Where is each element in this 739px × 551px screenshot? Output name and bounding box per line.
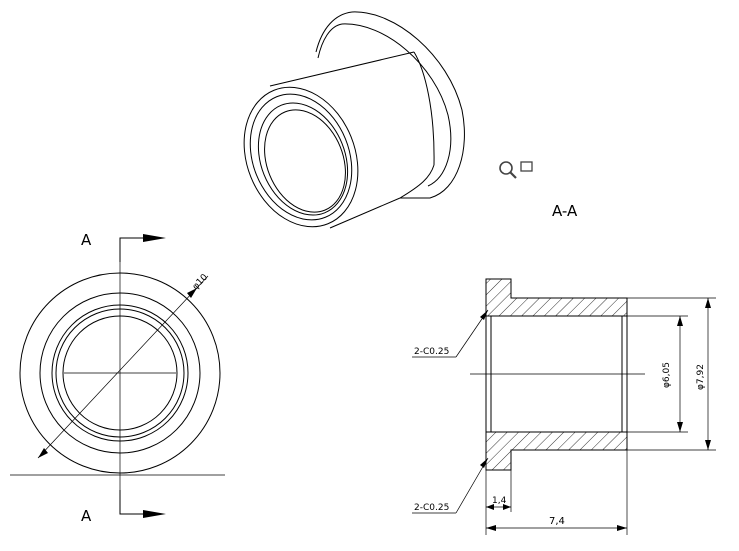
section-arrow-bottom bbox=[119, 490, 150, 515]
section-marker-top: A bbox=[81, 231, 92, 249]
diameter-leader bbox=[37, 275, 209, 459]
flange-inner-edge bbox=[341, 23, 452, 187]
front-face-outer bbox=[243, 86, 359, 228]
front-view bbox=[10, 234, 225, 518]
dim-label-chamfer-top: 2-C0.25 bbox=[414, 347, 449, 357]
body-top-edge bbox=[269, 51, 415, 87]
zoom-window-icon[interactable] bbox=[497, 158, 537, 182]
dim-label-chamfer-bottom: 2-C0.25 bbox=[414, 503, 449, 513]
section-view bbox=[412, 278, 716, 535]
isometric-view bbox=[243, 11, 465, 229]
dim-label-phi605: φ6,05 bbox=[662, 362, 672, 388]
chamfer-leader-bottom bbox=[455, 457, 489, 514]
dim-label-flange-width: 1,4 bbox=[492, 496, 507, 506]
dim-label-phi10: φ10 bbox=[191, 272, 210, 292]
flange-outer-edge bbox=[351, 11, 465, 199]
front-face-chamfer bbox=[249, 93, 353, 221]
section-arrow-top bbox=[119, 237, 150, 262]
bore-inner bbox=[264, 109, 346, 213]
section-title: A-A bbox=[552, 202, 578, 220]
dim-label-total-length: 7,4 bbox=[549, 516, 565, 527]
magnifier-icon bbox=[499, 161, 533, 179]
section-marker-bottom: A bbox=[81, 507, 92, 525]
body-bottom-edge bbox=[329, 197, 401, 229]
bore-edge bbox=[257, 102, 349, 216]
dim-label-phi792: φ7,92 bbox=[696, 364, 706, 390]
flange-top-edge bbox=[315, 11, 353, 53]
